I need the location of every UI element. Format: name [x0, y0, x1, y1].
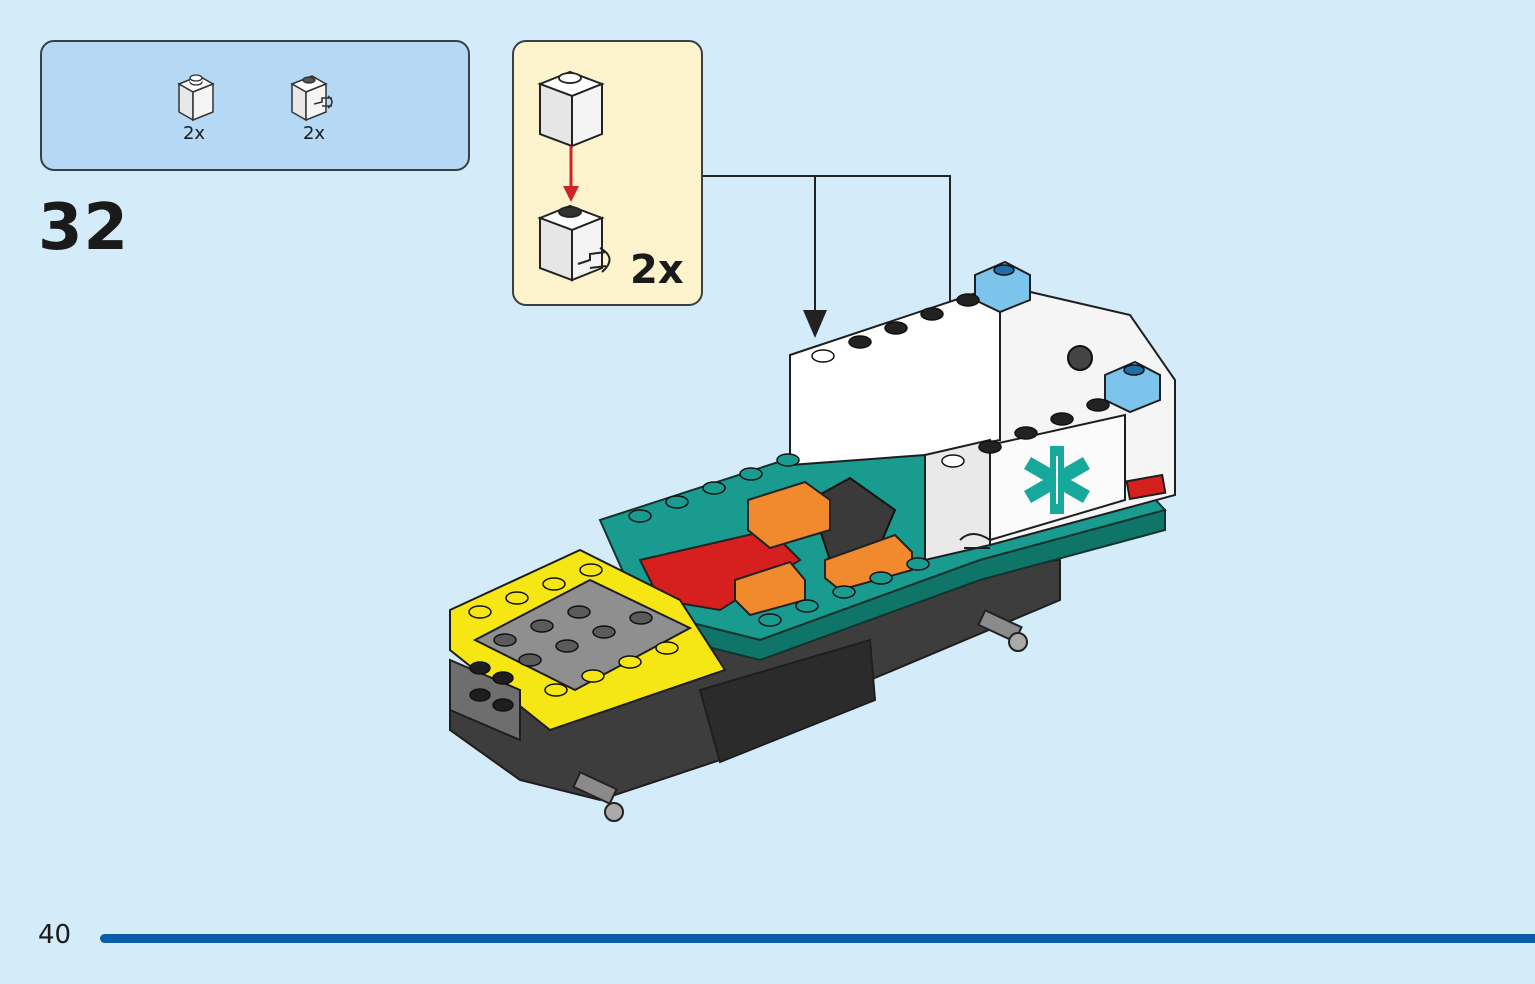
parts-list-box: 2x 2x — [40, 40, 470, 171]
page-number: 40 — [38, 920, 72, 950]
axle-rear — [977, 608, 1028, 652]
star-of-life-icon — [1024, 446, 1090, 514]
sub-assembly-diagram — [537, 70, 611, 282]
brick-1x1-clip-white-icon — [290, 75, 333, 122]
clip-detail — [959, 533, 991, 549]
arrowhead — [803, 310, 827, 338]
studs — [468, 264, 1145, 712]
part-item: 2x — [284, 70, 344, 144]
part-quantity: 2x — [302, 123, 326, 144]
sub-assembly-callout: 2x — [512, 40, 703, 306]
brick-1x1-clip-white-icon — [537, 204, 611, 282]
part-quantity: 2x — [182, 123, 206, 144]
part-item: 2x — [164, 70, 224, 144]
axle-front — [572, 770, 624, 822]
brick-1x1-white-icon — [537, 70, 605, 148]
brick-1x1-white-icon — [177, 74, 215, 122]
step-number: 32 — [38, 191, 130, 265]
progress-bar — [100, 934, 1535, 943]
sub-assembly-quantity: 2x — [630, 247, 684, 293]
